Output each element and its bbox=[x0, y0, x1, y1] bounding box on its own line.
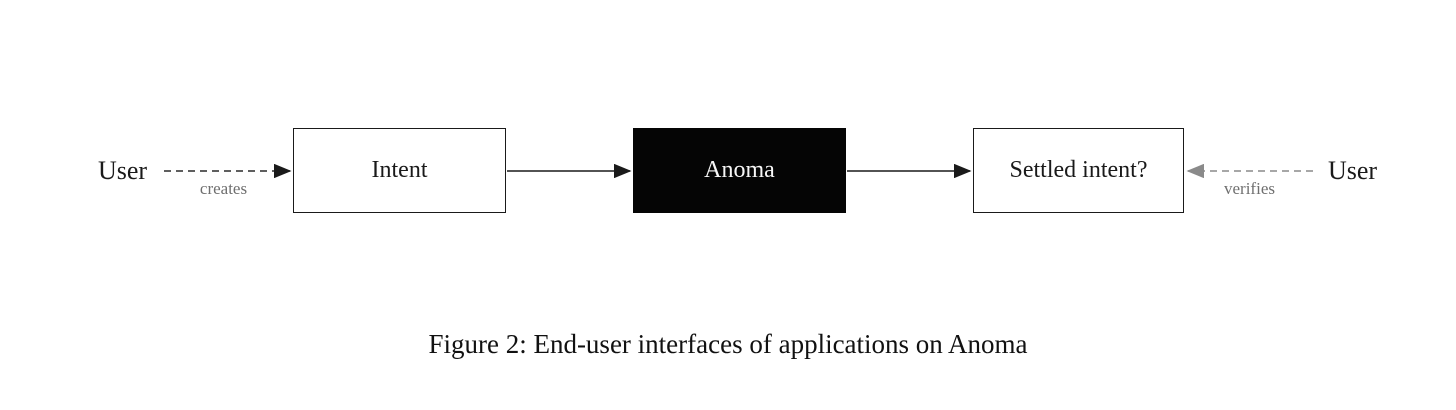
settled-intent-node: Settled intent? bbox=[973, 128, 1184, 213]
intent-node-label: Intent bbox=[371, 157, 428, 183]
verifies-edge-label: verifies bbox=[1224, 179, 1275, 198]
user-right-label: User bbox=[1328, 156, 1378, 185]
anoma-node-label: Anoma bbox=[704, 157, 775, 183]
edges-layer bbox=[164, 163, 1313, 179]
user-left-label: User bbox=[98, 156, 148, 185]
anoma-node: Anoma bbox=[633, 128, 846, 213]
figure-caption: Figure 2: End-user interfaces of applica… bbox=[428, 329, 1028, 359]
intent-node: Intent bbox=[293, 128, 506, 213]
settled-intent-node-label: Settled intent? bbox=[1009, 157, 1148, 183]
creates-edge-label: creates bbox=[199, 179, 248, 198]
